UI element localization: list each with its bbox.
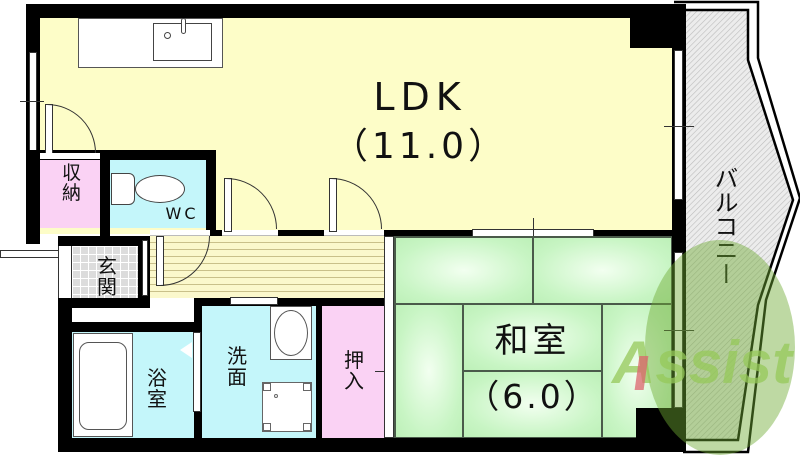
washitsu-size: （6.0） <box>466 377 600 416</box>
window-ldk-left <box>29 52 37 152</box>
oshiire-label: 押入 <box>344 348 364 393</box>
yokushitsu-label: 浴室 <box>147 366 167 411</box>
kitchen-sink-icon <box>153 18 212 61</box>
wall-top <box>26 4 686 18</box>
washitsu-sliding-door[interactable] <box>384 236 394 438</box>
wall-hall-ldk-2 <box>278 230 324 236</box>
tatami-3 <box>395 304 463 438</box>
watermark-circle <box>645 240 795 455</box>
balcony-outline <box>668 0 800 454</box>
bathtub-icon <box>73 333 133 437</box>
washing-machine-icon <box>262 382 312 432</box>
washitsu-label: 和室 <box>494 321 571 361</box>
wall-corner-tr-inner <box>630 18 672 48</box>
room-oshiire <box>322 306 384 438</box>
genkan-label: 玄関 <box>97 254 117 299</box>
ldk-size: （11.0） <box>331 126 509 167</box>
ldk-label: LDK <box>373 75 467 119</box>
toilet-bowl-icon <box>135 175 185 203</box>
wall-hall-ldk-1 <box>210 230 222 236</box>
room-genkan <box>72 246 140 298</box>
wc-label: WC <box>165 204 199 223</box>
washbasin-icon <box>270 306 312 360</box>
senmen-label: 洗面 <box>227 344 247 389</box>
toilet-tank-icon <box>111 173 135 205</box>
entrance-door[interactable] <box>0 250 60 258</box>
room-shuno <box>40 160 100 228</box>
wall-bottom <box>58 438 686 452</box>
tatami-5 <box>463 371 602 438</box>
tatami-4 <box>463 304 602 371</box>
bath-door[interactable] <box>193 332 201 412</box>
wall-shuno <box>26 150 216 160</box>
tatami-2 <box>533 237 672 304</box>
wall-genkan-top <box>58 236 150 246</box>
shuno-label: 収納 <box>62 162 82 204</box>
wall-wc-right <box>206 150 216 230</box>
balcony-label: バルコニー <box>710 166 738 286</box>
wall-wc-left <box>100 150 110 242</box>
entrance-door-swing <box>0 254 60 374</box>
wall-left-lower <box>58 290 72 452</box>
tatami-1 <box>395 237 533 304</box>
window-senmen <box>230 297 278 305</box>
bath-door-arrow-icon <box>180 342 192 358</box>
window-ldk-right <box>674 50 683 200</box>
genkan-step <box>142 240 148 296</box>
